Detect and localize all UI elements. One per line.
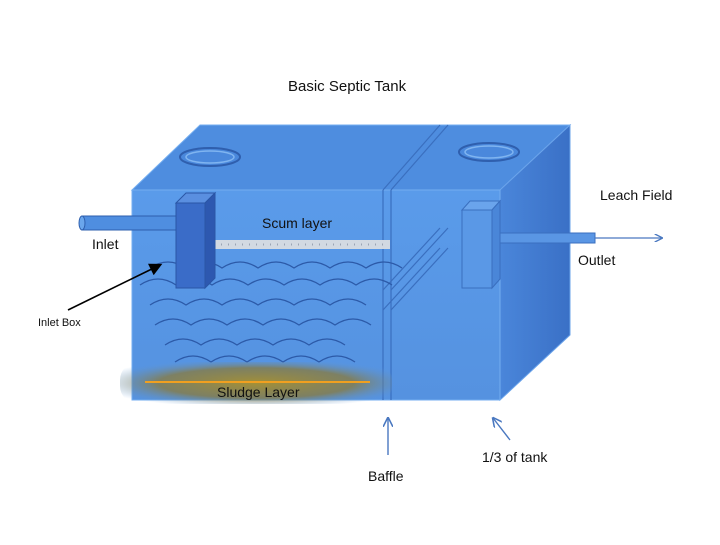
third-tank-arrow [493, 418, 511, 441]
inlet-pipe [78, 215, 183, 231]
baffle-label: Baffle [368, 468, 404, 484]
access-lid-left-inner [185, 150, 235, 164]
leach-field-label: Leach Field [600, 187, 673, 203]
access-lid-right-inner [464, 145, 514, 159]
scum-layer-band [212, 240, 390, 249]
sludge-layer-label: Sludge Layer [217, 384, 300, 400]
outlet-pipe [460, 199, 596, 290]
diagram-title: Basic Septic Tank [288, 78, 407, 95]
scum-layer-label: Scum layer [262, 215, 333, 231]
third-of-tank-label: 1/3 of tank [482, 449, 548, 465]
inlet-box-label: Inlet Box [38, 317, 81, 329]
outlet-label: Outlet [578, 252, 616, 268]
inlet-box-pointer [67, 263, 163, 311]
inlet-box [174, 191, 217, 290]
inlet-label: Inlet [92, 236, 119, 252]
